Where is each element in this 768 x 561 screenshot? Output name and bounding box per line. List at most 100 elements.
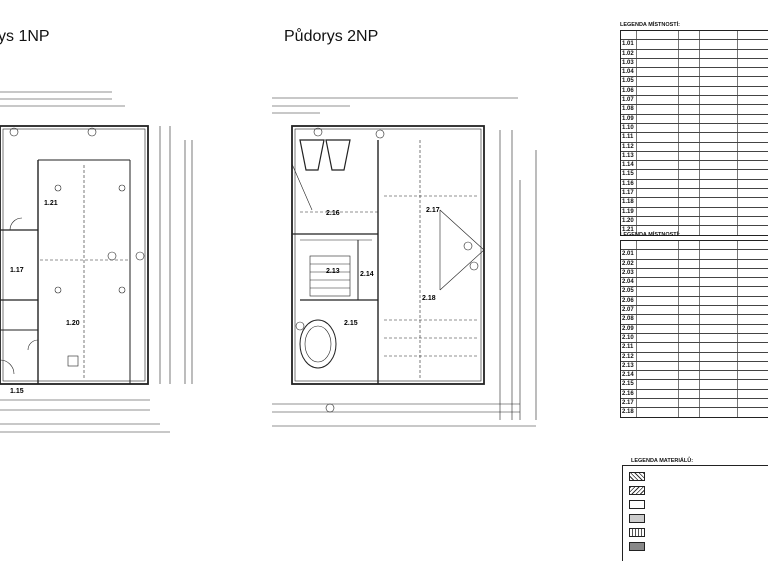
legend-room-number: 2.01 bbox=[621, 250, 637, 259]
material-row bbox=[629, 500, 649, 509]
legend-room-number: 1.13 bbox=[621, 151, 637, 161]
legend-room-row: 1.18 bbox=[621, 198, 768, 208]
legend-room-row: 1.11 bbox=[621, 133, 768, 143]
legend-room-row: 1.05 bbox=[621, 77, 768, 87]
legend-room-row: 1.07 bbox=[621, 96, 768, 106]
room-label-2-16: 2.16 bbox=[326, 210, 340, 217]
legend-room-number: 1.18 bbox=[621, 198, 637, 207]
legend-room-number: 1.19 bbox=[621, 207, 637, 216]
legend-header-row bbox=[621, 31, 768, 41]
legend-room-number: 1.04 bbox=[621, 68, 637, 77]
legend-room-number: 2.04 bbox=[621, 278, 637, 287]
legend-room-row: 2.18 bbox=[621, 408, 768, 417]
room-label-1-21: 1.21 bbox=[44, 200, 58, 207]
legend-room-number: 1.20 bbox=[621, 216, 637, 226]
room-label-1-17: 1.17 bbox=[10, 267, 24, 274]
legend-room-row: 1.03 bbox=[621, 58, 768, 69]
legend-room-row: 1.12 bbox=[621, 142, 768, 152]
plan-1np bbox=[0, 91, 193, 433]
legend-room-number: 1.01 bbox=[621, 40, 637, 49]
legend-room-number: 2.05 bbox=[621, 287, 637, 296]
room-label-2-17: 2.17 bbox=[426, 207, 440, 214]
legend-room-row: 2.13 bbox=[621, 361, 768, 372]
room-label-1-15: 1.15 bbox=[10, 388, 24, 395]
legend-room-number: 2.09 bbox=[621, 324, 637, 333]
plan-2np bbox=[272, 97, 537, 427]
legend-room-row: 2.07 bbox=[621, 306, 768, 316]
legend-room-number: 1.10 bbox=[621, 123, 637, 133]
legend-room-row: 2.06 bbox=[621, 296, 768, 307]
legend-room-row: 1.08 bbox=[621, 105, 768, 115]
legend-room-number: 1.14 bbox=[621, 161, 637, 170]
legend-room-row: 1.04 bbox=[621, 68, 768, 78]
legend-room-row: 1.20 bbox=[621, 216, 768, 227]
legend-room-number: 2.07 bbox=[621, 306, 637, 315]
legend-room-row: 1.15 bbox=[621, 170, 768, 180]
legend-room-row: 2.16 bbox=[621, 389, 768, 400]
legend-room-row: 2.05 bbox=[621, 287, 768, 297]
legend-room-row: 2.15 bbox=[621, 380, 768, 390]
legend-room-row: 2.08 bbox=[621, 315, 768, 325]
material-row bbox=[629, 486, 649, 495]
room-labels-2np: 2.16 2.17 2.13 2.14 2.18 2.15 bbox=[326, 207, 440, 327]
legend-room-row: 2.12 bbox=[621, 352, 768, 362]
legend-room-row: 2.17 bbox=[621, 399, 768, 409]
legend-room-row: 1.06 bbox=[621, 86, 768, 97]
legend-room-row: 2.02 bbox=[621, 259, 768, 269]
plan-2np-title: Půdorys 2NP bbox=[284, 28, 379, 45]
legend-room-number: 1.03 bbox=[621, 58, 637, 68]
legend-room-number: 1.17 bbox=[621, 189, 637, 198]
legend-2np-title: LEGENDA MÍSTNOSTÍ: bbox=[620, 232, 680, 238]
material-row bbox=[629, 542, 649, 551]
legend-room-number: 1.16 bbox=[621, 179, 637, 189]
legend-room-number: 1.11 bbox=[621, 133, 637, 142]
legend-room-number: 1.02 bbox=[621, 49, 637, 58]
legend-room-number: 2.08 bbox=[621, 315, 637, 324]
legend-room-number: 1.06 bbox=[621, 86, 637, 96]
legend-room-number: 2.17 bbox=[621, 399, 637, 408]
room-label-2-13: 2.13 bbox=[326, 268, 340, 275]
legend-room-row: 1.14 bbox=[621, 161, 768, 171]
legend-room-number: 1.05 bbox=[621, 77, 637, 86]
room-label-2-18: 2.18 bbox=[422, 295, 436, 302]
legend-room-number: 2.10 bbox=[621, 333, 637, 343]
legend-room-row: 1.17 bbox=[621, 189, 768, 199]
legend-room-row: 1.01 bbox=[621, 40, 768, 50]
legend-room-row: 1.09 bbox=[621, 114, 768, 124]
material-row bbox=[629, 472, 649, 481]
material-row bbox=[629, 514, 649, 523]
plan-1np-title: ys 1NP bbox=[0, 28, 50, 45]
legend-room-row: 2.04 bbox=[621, 278, 768, 288]
legend-room-number: 2.13 bbox=[621, 361, 637, 371]
legend-1np-title: LEGENDA MÍSTNOSTÍ: bbox=[620, 22, 680, 28]
legend-room-row: 1.21 bbox=[621, 226, 768, 235]
legend-room-row: 1.13 bbox=[621, 151, 768, 162]
room-label-2-14: 2.14 bbox=[360, 271, 374, 278]
legend-room-number: 1.21 bbox=[621, 226, 637, 235]
legend-room-number: 1.12 bbox=[621, 142, 637, 151]
legend-room-number: 2.18 bbox=[621, 408, 637, 417]
legend-room-number: 1.08 bbox=[621, 105, 637, 114]
legend-room-row: 2.03 bbox=[621, 268, 768, 279]
legend-room-number: 2.06 bbox=[621, 296, 637, 306]
room-labels-1np: 1.21 1.17 1.20 1.15 bbox=[10, 200, 80, 395]
legend-room-number: 2.02 bbox=[621, 259, 637, 268]
legend-room-row: 2.10 bbox=[621, 333, 768, 344]
legend-room-row: 2.11 bbox=[621, 343, 768, 353]
legend-room-row: 1.19 bbox=[621, 207, 768, 217]
legend-room-row: 1.16 bbox=[621, 179, 768, 190]
legend-room-number: 1.07 bbox=[621, 96, 637, 105]
legend-room-number: 2.11 bbox=[621, 343, 637, 352]
legend-room-row: 2.14 bbox=[621, 371, 768, 381]
legend-materials-title: LEGENDA MATERIÁLŮ: bbox=[631, 458, 694, 464]
room-label-1-20: 1.20 bbox=[66, 320, 80, 327]
legend-room-number: 2.12 bbox=[621, 352, 637, 361]
legend-room-row: 1.02 bbox=[621, 49, 768, 59]
legend-room-number: 2.16 bbox=[621, 389, 637, 399]
legend-room-number: 1.09 bbox=[621, 114, 637, 123]
room-label-2-15: 2.15 bbox=[344, 320, 358, 327]
legend-room-number: 2.03 bbox=[621, 268, 637, 278]
